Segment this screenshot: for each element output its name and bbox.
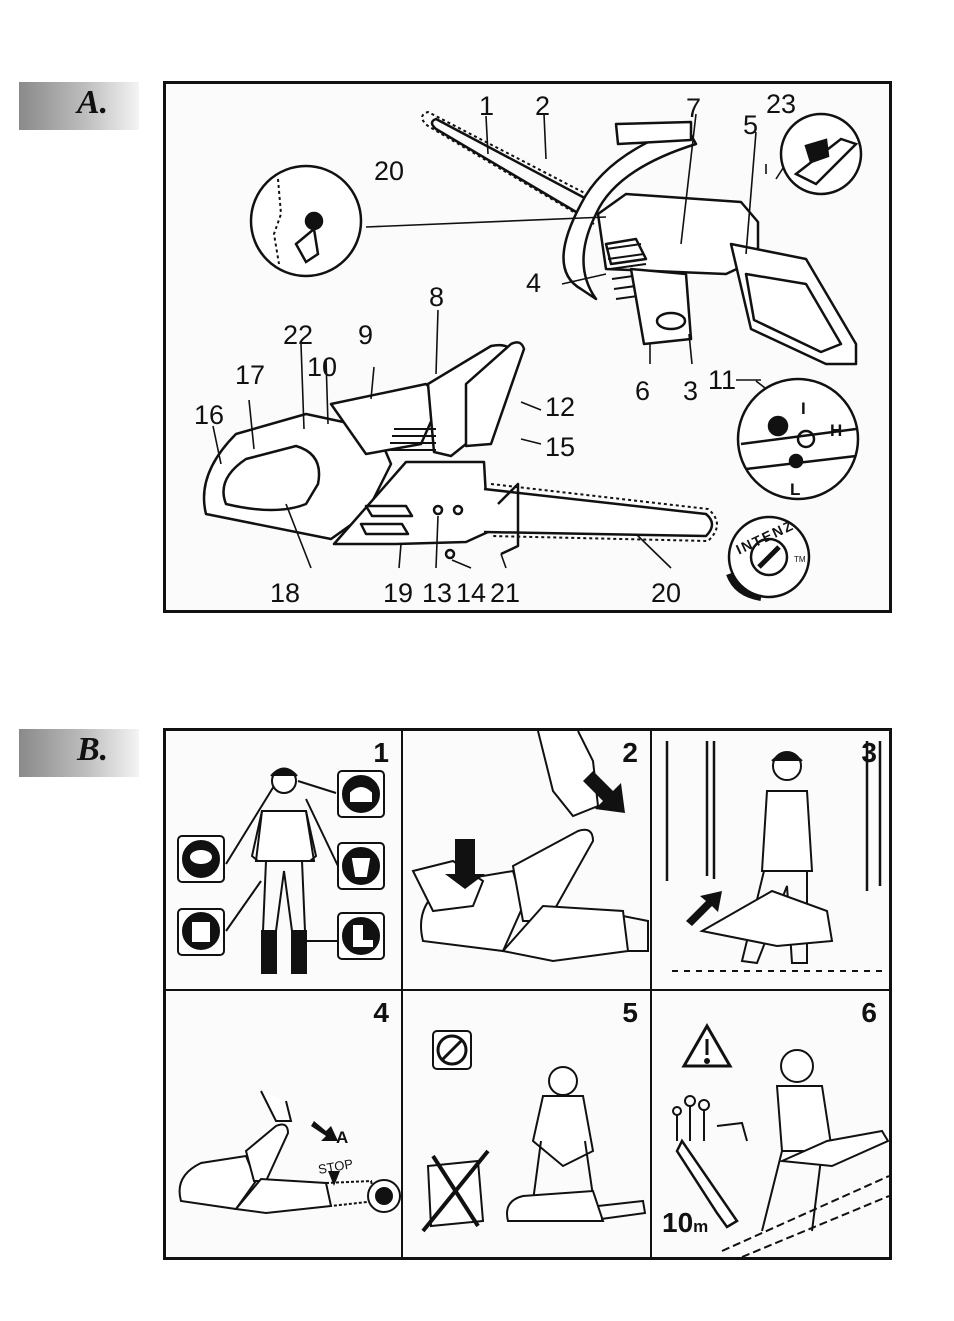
- step-4-chain-brake: 4 A STOP: [166, 991, 403, 1257]
- callout-5: 5: [743, 110, 759, 140]
- section-b-tab: B.: [19, 729, 139, 777]
- upper-cylinder-fins: [605, 243, 653, 300]
- step-1-protective-gear: 1: [166, 731, 403, 991]
- step-4-a-mark: A: [336, 1128, 349, 1147]
- callout-20-top: 20: [374, 156, 405, 186]
- refuel-illustration: [421, 1030, 647, 1233]
- callout-14: 14: [456, 578, 487, 608]
- sprocket-cover: [729, 242, 858, 366]
- callout-21: 21: [490, 578, 521, 608]
- callout-13: 13: [422, 578, 453, 608]
- section-a-tab: A.: [19, 82, 139, 130]
- switch-inset: [736, 377, 860, 501]
- intenz-tm: TM: [794, 555, 806, 564]
- callout-10: 10: [307, 352, 338, 382]
- upper-housing: [629, 267, 693, 346]
- push-arrow-icon: [583, 771, 625, 813]
- carrying-illustration: [665, 741, 882, 972]
- callout-18: 18: [270, 578, 301, 608]
- callout-20-bottom: 20: [651, 578, 682, 608]
- chainsaw-illustration: [202, 111, 863, 601]
- chain-brake-illustration: [178, 1090, 401, 1215]
- callout-6: 6: [635, 376, 651, 406]
- gloves-icon: [192, 922, 210, 942]
- switch-h-label: H: [830, 421, 843, 440]
- callout-7: 7: [686, 93, 702, 123]
- intenz-dial: [726, 515, 811, 601]
- callout-22: 22: [283, 320, 314, 350]
- grip-illustration: [411, 731, 649, 963]
- step-5-number: 5: [622, 997, 638, 1028]
- lower-guide-bar: [483, 487, 714, 538]
- callout-2: 2: [535, 91, 551, 121]
- chain-tension-inset: [249, 164, 363, 278]
- step-6-keep-distance: 6 10m: [652, 991, 889, 1257]
- chainsaw-parts-diagram: 1 2 7 23 5 20 4 8 22 9 10 17 16 12 15 6 …: [163, 81, 892, 613]
- callout-19: 19: [383, 578, 414, 608]
- chain-brake-guard: [464, 341, 526, 448]
- step-6-number: 6: [861, 997, 877, 1028]
- callout-4: 4: [526, 268, 542, 298]
- callout-23: 23: [766, 89, 797, 119]
- lower-cylinder-fins: [388, 428, 436, 451]
- section-b-letter: B.: [77, 731, 109, 768]
- boots-icon: [353, 925, 373, 947]
- goggles-icon: [190, 850, 212, 864]
- press-arrow-icon: [445, 839, 485, 889]
- switch-l-label: L: [790, 480, 801, 499]
- callout-17: 17: [235, 360, 266, 390]
- step-5-no-smoking: 5: [403, 991, 652, 1257]
- step-2-grip: 2: [403, 731, 652, 991]
- switch-i-label: I: [801, 399, 806, 418]
- upper-chain-brake-lever: [614, 120, 693, 146]
- step-1-number: 1: [373, 737, 389, 768]
- push-forward-arrow-icon: [311, 1121, 338, 1141]
- step-3-carrying: 3: [652, 731, 889, 991]
- lower-saw-chain: [490, 483, 718, 542]
- section-a-letter: A.: [77, 84, 109, 121]
- protective-gear-illustration: [177, 767, 385, 974]
- callout-16: 16: [194, 400, 225, 430]
- direction-arrow-icon: [686, 891, 722, 926]
- callout-8: 8: [429, 282, 445, 312]
- oil-screw-inset: [779, 112, 863, 196]
- face-shield-icon: [351, 858, 371, 877]
- callout-11: 11: [708, 365, 737, 395]
- callout-3: 3: [683, 376, 699, 406]
- callout-12: 12: [545, 392, 576, 422]
- step-3-number: 3: [861, 737, 877, 768]
- callout-1: 1: [479, 91, 495, 121]
- callout-15: 15: [545, 432, 576, 462]
- upper-guide-bar: [430, 117, 597, 221]
- step-4-number: 4: [373, 997, 389, 1028]
- callout-9: 9: [358, 320, 374, 350]
- distance-arrow-icon: [675, 1138, 739, 1229]
- stop-arrow-icon: [328, 1171, 340, 1186]
- helmet-icon: [350, 787, 372, 802]
- step-2-number: 2: [622, 737, 638, 768]
- distance-illustration: [672, 1022, 889, 1257]
- safety-steps-grid: 1: [163, 728, 892, 1260]
- step-6-distance: 10m: [662, 1207, 709, 1238]
